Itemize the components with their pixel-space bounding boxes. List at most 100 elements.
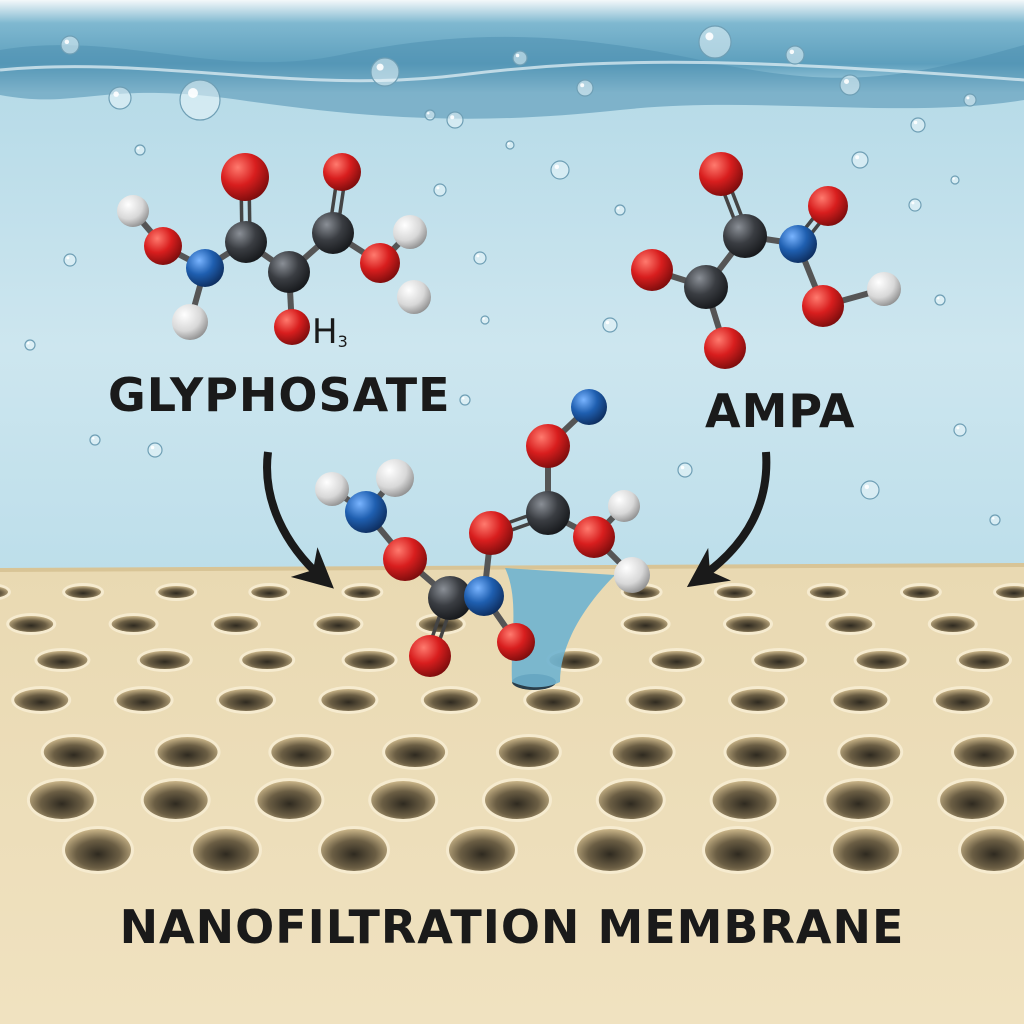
water-bubble-icon bbox=[839, 74, 861, 96]
carbon-atom bbox=[428, 576, 472, 620]
membrane-pore-icon bbox=[62, 583, 105, 601]
membrane-pore-icon bbox=[956, 648, 1012, 672]
membrane-pore-icon bbox=[190, 826, 262, 874]
oxygen-atom bbox=[221, 153, 269, 201]
membrane-pore-icon bbox=[702, 826, 774, 874]
membrane-pore-icon bbox=[341, 583, 384, 601]
membrane-pore-icon bbox=[709, 778, 780, 822]
membrane-pore-icon bbox=[932, 686, 993, 714]
water-surface-wave bbox=[0, 36, 1024, 119]
glyphosate-label: GLYPHOSATE bbox=[108, 368, 451, 422]
membrane-pore-icon bbox=[937, 778, 1008, 822]
water-bubble-icon bbox=[602, 317, 618, 333]
membrane-pore-icon bbox=[823, 778, 894, 822]
membrane-pore-icon bbox=[993, 583, 1024, 601]
water-bubble-icon bbox=[677, 462, 693, 478]
water-bubbles bbox=[24, 25, 1001, 526]
water-bubble-icon bbox=[63, 253, 77, 267]
arrow-down-left-icon bbox=[686, 451, 771, 588]
membrane-pore-icon bbox=[446, 826, 518, 874]
water-bubble-icon bbox=[147, 442, 163, 458]
membrane-pore-icon bbox=[899, 583, 942, 601]
membrane-pore-icon bbox=[958, 826, 1024, 874]
water-bubble-icon bbox=[550, 160, 570, 180]
membrane-pore-icon bbox=[830, 686, 891, 714]
hydrogen-atom bbox=[614, 557, 650, 593]
oxygen-atom bbox=[383, 537, 427, 581]
membrane-pore-icon bbox=[574, 826, 646, 874]
water-bubble-icon bbox=[446, 111, 464, 129]
oxygen-atom bbox=[808, 186, 848, 226]
oxygen-atom bbox=[631, 249, 673, 291]
nitrogen-atom bbox=[186, 249, 224, 287]
water-bubble-icon bbox=[480, 315, 490, 325]
glyphosate-molecule bbox=[117, 153, 431, 345]
water-bubble-icon bbox=[851, 151, 869, 169]
oxygen-atom bbox=[409, 635, 451, 677]
membrane-pore-icon bbox=[482, 778, 552, 822]
hydrogen-atom bbox=[867, 272, 901, 306]
oxygen-atom bbox=[274, 309, 310, 345]
hydrogen-atom bbox=[608, 490, 640, 522]
membrane-pore-icon bbox=[853, 648, 910, 672]
hydrogen-atom bbox=[117, 195, 149, 227]
membrane-pore-icon bbox=[6, 613, 57, 635]
oxygen-atom bbox=[526, 424, 570, 468]
water-bubble-icon bbox=[910, 117, 926, 133]
hydrogen-atom bbox=[393, 215, 427, 249]
membrane-pore-icon bbox=[136, 648, 193, 672]
water-bubble-icon bbox=[934, 294, 946, 306]
membrane-pore-icon bbox=[154, 734, 221, 770]
water-bubble-icon bbox=[89, 434, 101, 446]
membrane-pore-icon bbox=[420, 686, 481, 714]
water-bubble-icon bbox=[505, 140, 515, 150]
membrane-pore-icon bbox=[723, 613, 773, 635]
water-bubble-icon bbox=[179, 79, 221, 121]
membrane-pore-icon bbox=[951, 734, 1017, 770]
membrane-pore-icon bbox=[140, 778, 211, 822]
water-bubble-icon bbox=[698, 25, 732, 59]
membrane-pore-icon bbox=[248, 583, 291, 601]
membrane-pore-icon bbox=[830, 826, 902, 874]
h3-subscript: 3 bbox=[337, 332, 348, 351]
water-bubble-icon bbox=[785, 45, 805, 65]
carbon-atom bbox=[268, 251, 310, 293]
membrane-pore-icon bbox=[837, 734, 904, 770]
carbon-atom bbox=[723, 214, 767, 258]
water-bubble-icon bbox=[989, 514, 1001, 526]
arrow-down-right-icon bbox=[263, 451, 334, 589]
water-bubble-icon bbox=[459, 394, 471, 406]
membrane-pore-icon bbox=[211, 613, 261, 635]
membrane-pore-icon bbox=[382, 734, 449, 770]
water-bubble-icon bbox=[60, 35, 80, 55]
oxygen-atom bbox=[573, 516, 615, 558]
nitrogen-atom bbox=[779, 225, 817, 263]
membrane-pore-icon bbox=[216, 686, 276, 714]
water-bubble-icon bbox=[860, 480, 880, 500]
membrane-pore-icon bbox=[113, 686, 174, 714]
membrane-pore-icon bbox=[239, 648, 296, 672]
membrane-label: NANOFILTRATION MEMBRANE bbox=[119, 900, 905, 954]
membrane-pore-icon bbox=[268, 734, 335, 770]
oxygen-atom bbox=[469, 511, 513, 555]
water-bubble-icon bbox=[950, 175, 960, 185]
water-bubble-icon bbox=[24, 339, 36, 351]
membrane-pore-icon bbox=[523, 686, 584, 714]
water-bubble-icon bbox=[953, 423, 967, 437]
oxygen-atom bbox=[802, 285, 844, 327]
membrane-pore-icon bbox=[927, 613, 978, 635]
water-stream bbox=[505, 568, 615, 688]
h3-label: H3 bbox=[312, 312, 348, 352]
membrane-pore-icon bbox=[318, 686, 379, 714]
carbon-atom bbox=[312, 212, 354, 254]
water-bubble-icon bbox=[370, 57, 400, 87]
membrane-pore-icon bbox=[155, 583, 198, 601]
hydrogen-atom bbox=[376, 459, 414, 497]
membrane-pore-icon bbox=[751, 648, 808, 672]
membrane-pore-icon bbox=[34, 648, 91, 672]
membrane-pore-icon bbox=[595, 778, 666, 822]
membrane-pore-icon bbox=[648, 648, 705, 672]
ampa-label: AMPA bbox=[705, 384, 856, 438]
nitrogen-atom bbox=[571, 389, 607, 425]
